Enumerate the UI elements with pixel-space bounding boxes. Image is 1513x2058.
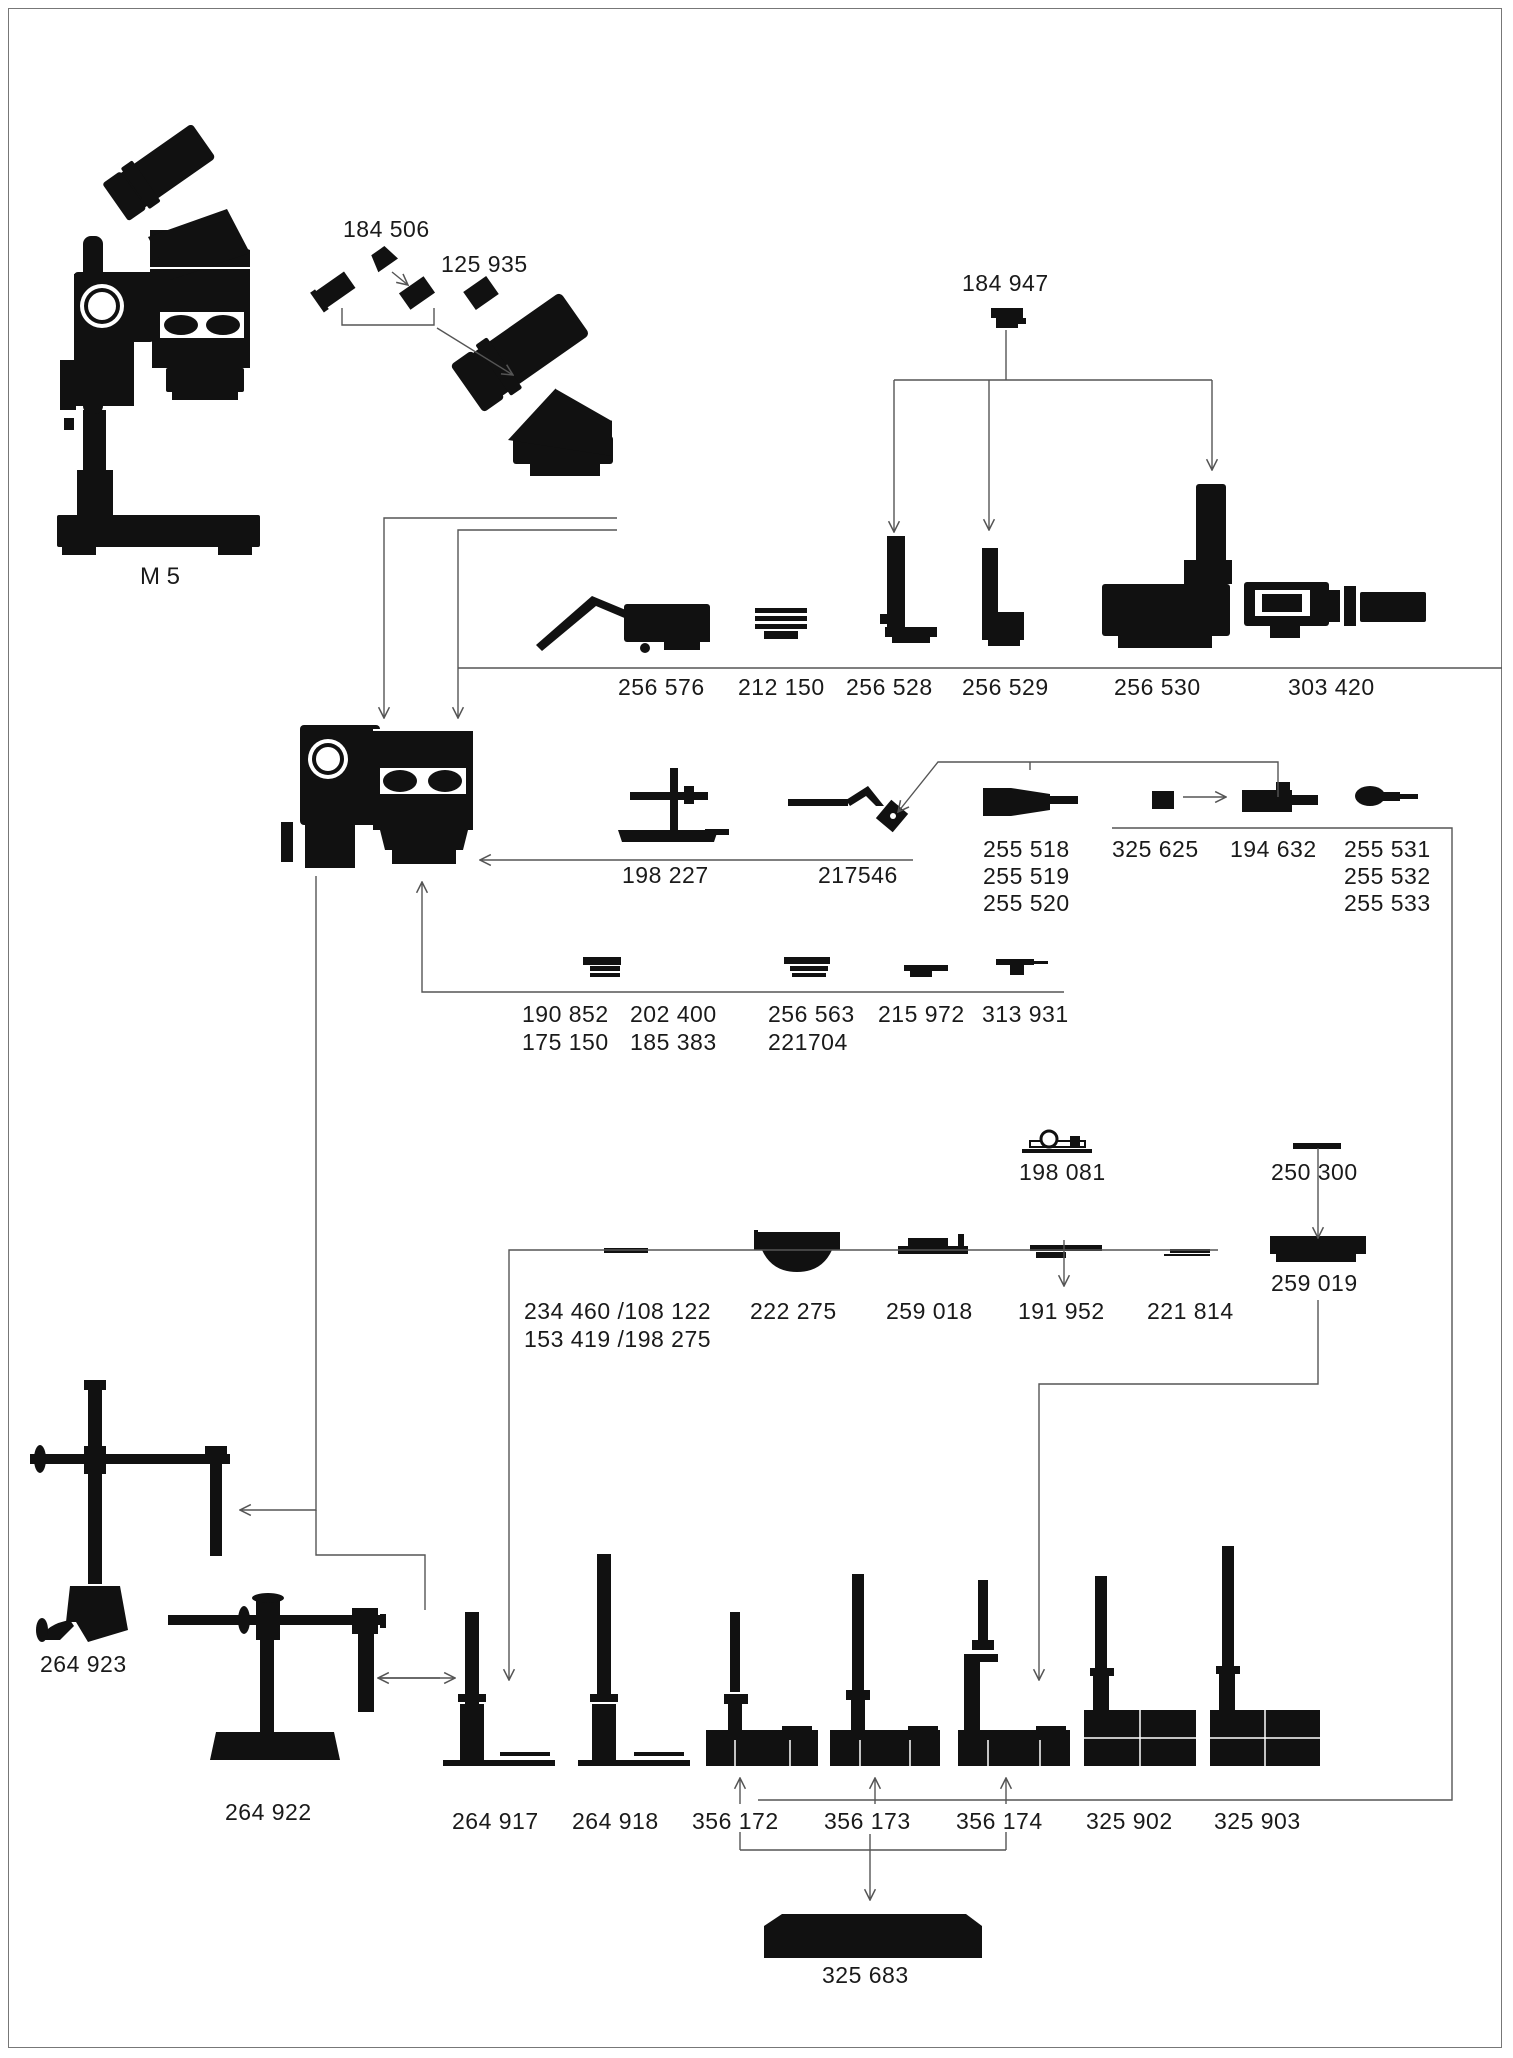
label-256528: 256 528 bbox=[846, 674, 933, 701]
binocular-tube-icon bbox=[449, 288, 613, 476]
label-184947: 184 947 bbox=[962, 270, 1049, 297]
label-325625: 325 625 bbox=[1112, 836, 1199, 863]
label-325903: 325 903 bbox=[1214, 1808, 1301, 1835]
label-198081: 198 081 bbox=[1019, 1159, 1106, 1186]
label-250300: 250 300 bbox=[1271, 1159, 1358, 1186]
label-215972: 215 972 bbox=[878, 1001, 965, 1028]
accessory-row-2 bbox=[618, 768, 1418, 842]
label-198227: 198 227 bbox=[622, 862, 709, 889]
connector-lines bbox=[240, 272, 1502, 1900]
label-256576: 256 576 bbox=[618, 674, 705, 701]
label-255533: 255 533 bbox=[1344, 890, 1431, 917]
label-185383: 185 383 bbox=[630, 1029, 717, 1056]
label-264923: 264 923 bbox=[40, 1651, 127, 1678]
label-256530: 256 530 bbox=[1114, 674, 1201, 701]
label-255532: 255 532 bbox=[1344, 863, 1431, 890]
label-190852: 190 852 bbox=[522, 1001, 609, 1028]
label-255531: 255 531 bbox=[1344, 836, 1431, 863]
label-259018: 259 018 bbox=[886, 1298, 973, 1325]
accessory-row-3 bbox=[583, 957, 1048, 977]
label-202400: 202 400 bbox=[630, 1001, 717, 1028]
label-184506: 184 506 bbox=[343, 216, 430, 243]
label-194632: 194 632 bbox=[1230, 836, 1317, 863]
m5-label: M 5 bbox=[140, 563, 180, 590]
label-255519: 255 519 bbox=[983, 863, 1070, 890]
label-256529: 256 529 bbox=[962, 674, 1049, 701]
label-212150: 212 150 bbox=[738, 674, 825, 701]
label-255518: 255 518 bbox=[983, 836, 1070, 863]
label-175150: 175 150 bbox=[522, 1029, 609, 1056]
label-356174: 356 174 bbox=[956, 1808, 1043, 1835]
label-191952: 191 952 bbox=[1018, 1298, 1105, 1325]
label-259019: 259 019 bbox=[1271, 1270, 1358, 1297]
stands-row bbox=[443, 1546, 1320, 1958]
label-234460-108122: 234 460 /108 122 bbox=[524, 1298, 711, 1325]
label-264922: 264 922 bbox=[225, 1799, 312, 1826]
label-125935: 125 935 bbox=[441, 251, 528, 278]
label-221814: 221 814 bbox=[1147, 1298, 1234, 1325]
boom-stand-264922-icon bbox=[168, 1593, 386, 1760]
label-303420: 303 420 bbox=[1288, 674, 1375, 701]
label-264917: 264 917 bbox=[452, 1808, 539, 1835]
accessory-row-1 bbox=[536, 484, 1426, 653]
label-153419-198275: 153 419 /198 275 bbox=[524, 1326, 711, 1353]
microscope-body-icon bbox=[281, 725, 473, 868]
label-217546: 217546 bbox=[818, 862, 898, 889]
label-222275: 222 275 bbox=[750, 1298, 837, 1325]
m5-microscope-icon bbox=[57, 120, 260, 555]
label-325902: 325 902 bbox=[1086, 1808, 1173, 1835]
label-325683: 325 683 bbox=[822, 1962, 909, 1989]
label-356172: 356 172 bbox=[692, 1808, 779, 1835]
accessory-row-4 bbox=[604, 1131, 1366, 1272]
label-256563: 256 563 bbox=[768, 1001, 855, 1028]
label-356173: 356 173 bbox=[824, 1808, 911, 1835]
label-313931: 313 931 bbox=[982, 1001, 1069, 1028]
label-255520: 255 520 bbox=[983, 890, 1070, 917]
photo-adapter-icon bbox=[991, 308, 1026, 328]
boom-stand-264923-icon bbox=[30, 1380, 230, 1642]
label-221704: 221704 bbox=[768, 1029, 848, 1056]
label-264918: 264 918 bbox=[572, 1808, 659, 1835]
